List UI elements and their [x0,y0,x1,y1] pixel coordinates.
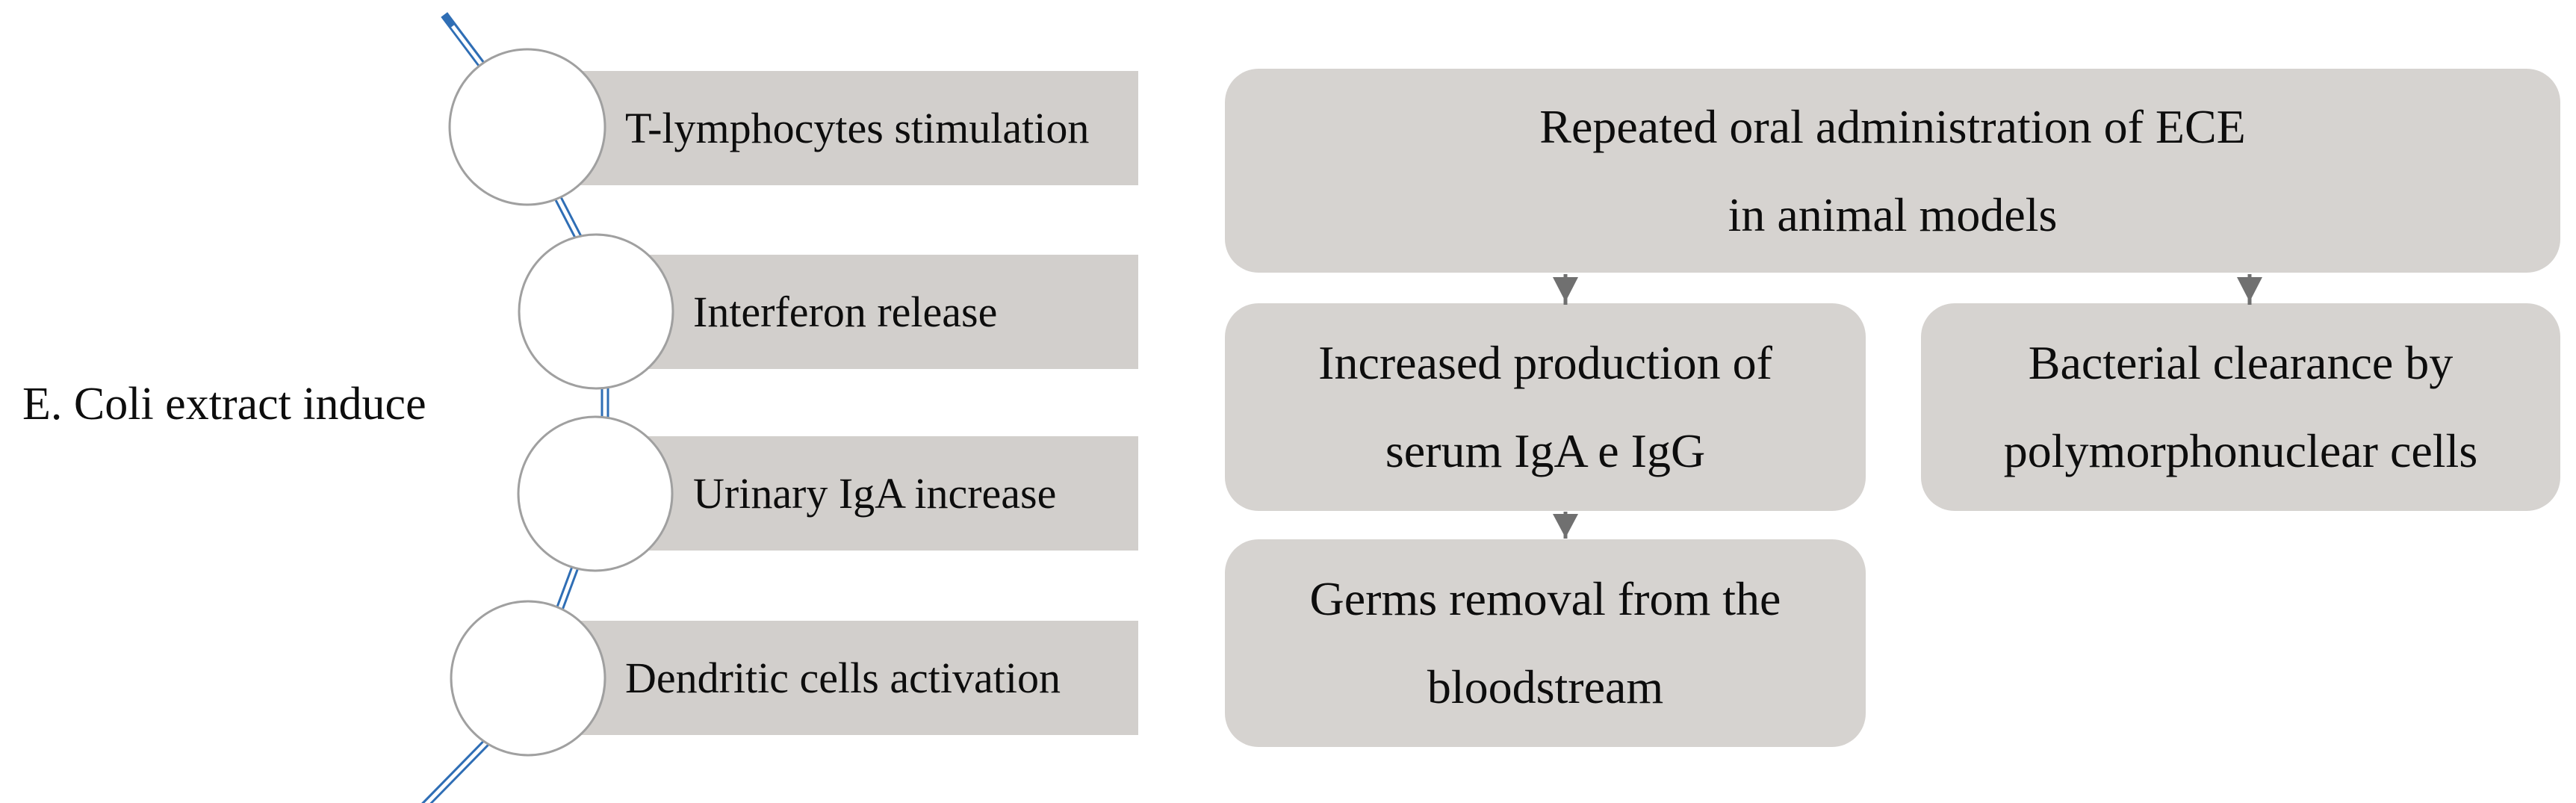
flow-box-germs-removal: Germs removal from the bloodstream [1225,539,1866,747]
flow-box-line2: serum IgA e IgG [1385,424,1706,477]
flow-box-root-line1: Repeated oral administration of ECE [1539,99,2246,153]
effect-bar-t-lymphocytes: T-lymphocytes stimulation [576,71,1138,185]
effect-bar-label: Dendritic cells activation [625,654,1061,702]
flow-box-root-line2: in animal models [1728,187,2058,241]
down-arrow-icon-3 [2237,274,2262,305]
induce-label: E. Coli extract induce [22,379,426,430]
flow-box-increased-production: Increased production of serum IgA e IgG [1225,303,1866,511]
flow-box-line2: bloodstream [1427,660,1664,713]
effect-bar-dendritic-cells: Dendritic cells activation [576,621,1138,735]
flow-box-root: Repeated oral administration of ECE in a… [1225,69,2560,273]
flow-box-line2: polymorphonuclear cells [2003,424,2478,477]
effect-bar-label: Interferon release [693,288,998,336]
effect-bar-interferon: Interferon release [647,255,1138,369]
flow-box-line1: Bacterial clearance by [2028,336,2454,389]
flow-box-bacterial-clearance: Bacterial clearance by polymorphonuclear… [1921,303,2560,511]
effect-bar-urinary-iga: Urinary IgA increase [647,436,1138,551]
down-arrow-icon-1 [1553,274,1578,305]
chain-thread-segment-5 [421,731,498,803]
flow-box-line1: Germs removal from the [1309,572,1781,625]
flow-box-line1: Increased production of [1318,336,1772,389]
effect-bar-label: T-lymphocytes stimulation [625,104,1090,152]
chain-thread-segment-1 [441,12,529,125]
chain-thread-segment-2 [541,171,595,265]
down-arrow-icon-2 [1553,512,1578,539]
effect-bar-label: Urinary IgA increase [693,469,1057,518]
